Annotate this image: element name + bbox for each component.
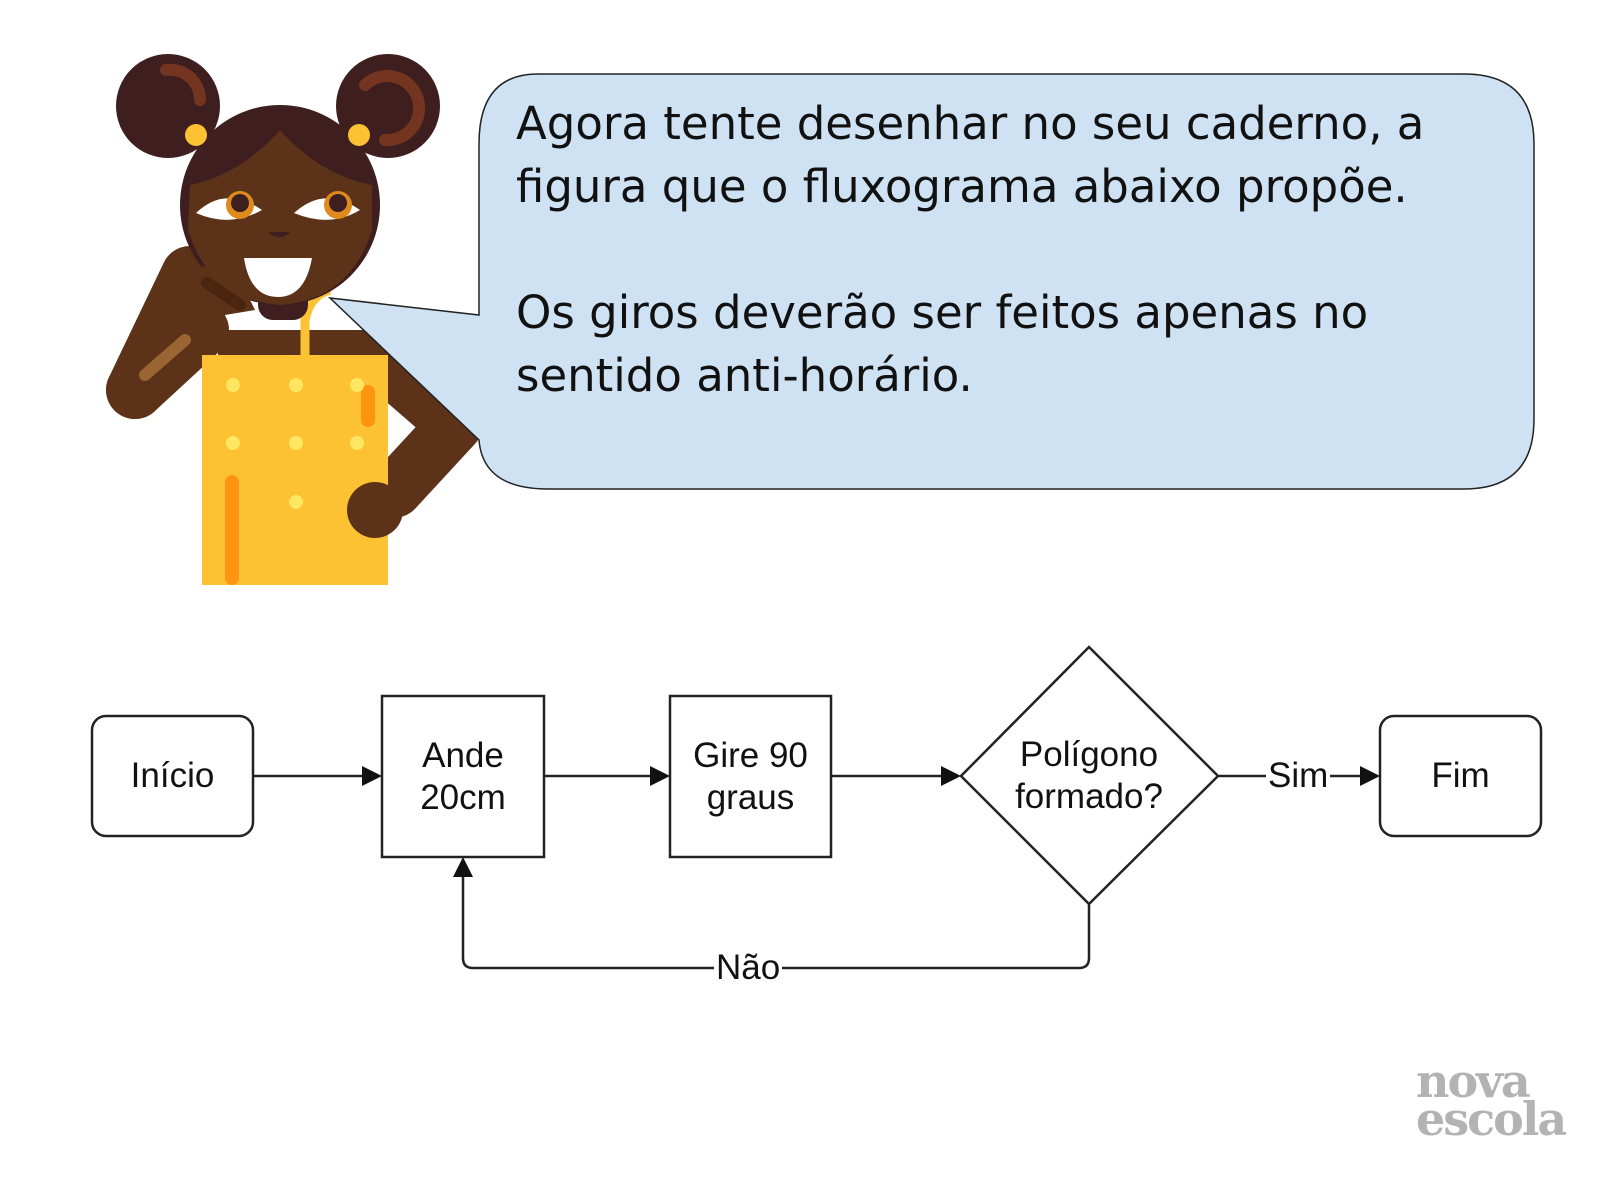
speech-bubble-shape — [327, 73, 1535, 490]
turn-node-shape — [668, 694, 833, 859]
no-edge-label: Não — [714, 948, 783, 987]
logo-line-2: escola — [1416, 1092, 1567, 1146]
nova-escola-logo: nova escola — [1416, 1054, 1567, 1146]
walk-node-shape — [380, 694, 546, 859]
logo-line-1: nova — [1416, 1054, 1531, 1108]
walk-node-label: Ande 20cm — [420, 735, 506, 817]
flowchart — [90, 645, 1543, 970]
rotation-note-paragraph: Os giros deverão ser feitos apenas no se… — [516, 286, 1369, 402]
decision-node-label: Polígono formado? — [1015, 735, 1163, 816]
start-node-label: Início — [130, 756, 215, 795]
speech-bubble-text: Agora tente desenhar no seu caderno, a f… — [516, 92, 1516, 407]
girl-character-illustration — [106, 54, 483, 585]
end-node-label: Fim — [1431, 756, 1490, 795]
yes-edge-label: Sim — [1266, 756, 1331, 795]
arrowheads — [362, 766, 1380, 877]
instruction-paragraph: Agora tente desenhar no seu caderno, a f… — [516, 97, 1425, 213]
turn-node-label: Gire 90 graus — [693, 735, 808, 817]
